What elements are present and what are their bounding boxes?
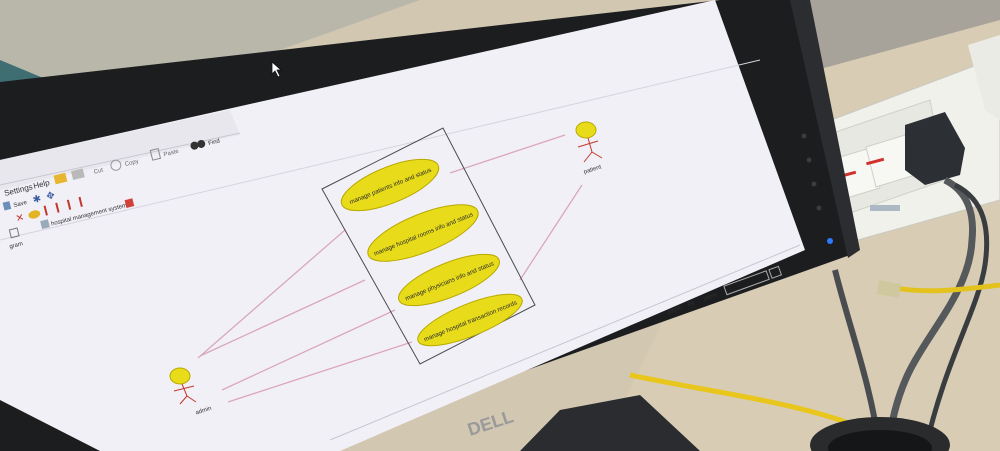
menu-help[interactable]: Help: [32, 178, 51, 191]
toolbar-paste-icon: [149, 147, 162, 161]
tab-left-fragment[interactable]: gram: [9, 241, 24, 250]
diagram-connectors: [197, 134, 583, 403]
actor-patient[interactable]: patient: [575, 121, 603, 176]
monitor-stand: [520, 395, 700, 451]
monitor-button[interactable]: [801, 133, 807, 139]
tab-page-icon: [8, 227, 20, 239]
power-led: [827, 238, 833, 244]
tab-icon: [40, 219, 50, 230]
power-plug: [884, 112, 990, 451]
fit-button[interactable]: Fit: [687, 300, 695, 308]
toolbar-print-icon[interactable]: [70, 168, 85, 181]
toolbar-copy-icon: [110, 159, 122, 171]
tool-arrow-icon[interactable]: [55, 202, 60, 213]
close-tab-icon[interactable]: [124, 198, 135, 208]
strip-label: [870, 205, 900, 211]
toolbar-folder-icon[interactable]: [53, 172, 68, 185]
rj45-connector: [876, 280, 902, 298]
tool-actor-red-icon[interactable]: ✕: [15, 212, 26, 225]
zoom-level-left: 100%: [667, 305, 682, 315]
system-boundary[interactable]: [321, 127, 536, 365]
actor-admin[interactable]: admin: [169, 367, 212, 417]
tool-line-icon[interactable]: [43, 205, 48, 216]
mouse-cursor-icon: [271, 61, 283, 78]
zoom-level-right: 100%: [702, 292, 717, 302]
tool-actor-icon[interactable]: ✱: [32, 194, 43, 207]
statusbar: 100% Fit 100%: [667, 265, 783, 316]
toolbar-cut[interactable]: Cut: [93, 168, 104, 176]
tool-move-icon[interactable]: ✥: [45, 190, 56, 203]
toolbar-paste[interactable]: Paste: [163, 149, 180, 159]
binoculars-icon: [190, 141, 199, 150]
tool-usecase-icon[interactable]: [28, 209, 42, 220]
statusbar-edge: [329, 244, 801, 441]
actor-label: admin: [195, 406, 212, 417]
resize-grip[interactable]: [768, 265, 783, 279]
toolbar-copy[interactable]: Copy: [124, 159, 139, 168]
toolbar-find[interactable]: Find: [208, 138, 221, 147]
toolbar-save[interactable]: Save: [13, 200, 28, 209]
save-icon[interactable]: [2, 201, 12, 211]
tool-arrow2-icon[interactable]: [66, 199, 72, 210]
switch-indicator-2: [866, 157, 885, 166]
menu-toolbar-area: [0, 110, 240, 190]
monitor-button[interactable]: [806, 157, 812, 163]
tool-arrow3-icon[interactable]: [78, 196, 83, 207]
canvas-top-edge: [0, 59, 761, 241]
actor-label: patient: [583, 164, 602, 175]
monitor-button[interactable]: [816, 205, 822, 211]
zoom-slider[interactable]: [723, 270, 770, 296]
monitor-button[interactable]: [811, 181, 817, 187]
